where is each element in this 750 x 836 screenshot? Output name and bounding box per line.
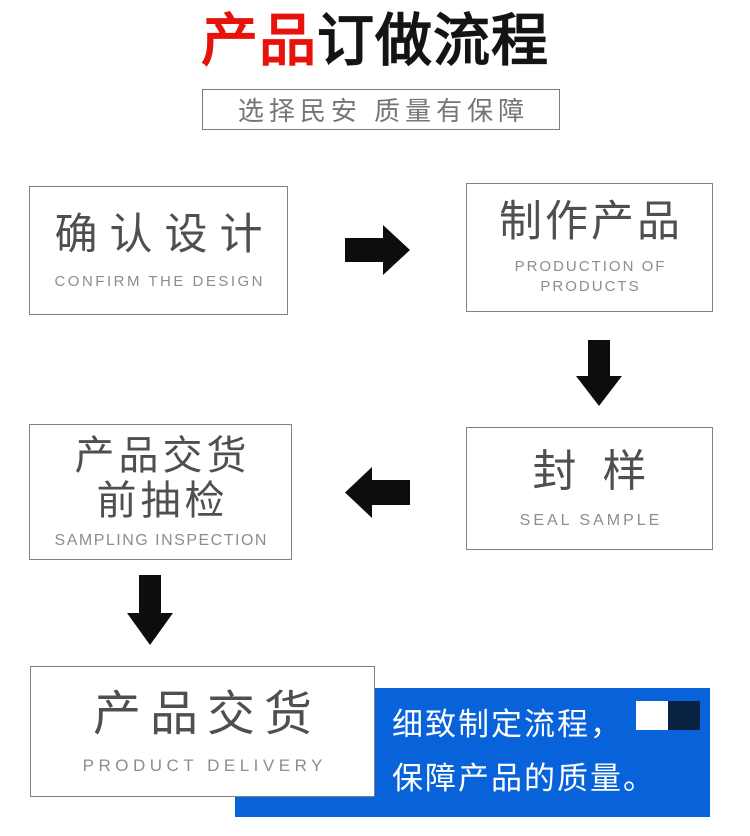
flow-step-sampling-inspection: 产品交货 前抽检 SAMPLING INSPECTION	[29, 424, 292, 560]
quality-callout-text: 细致制定流程， 保障产品的质量。	[392, 698, 656, 806]
subtitle-text: 选择民安 质量有保障	[237, 96, 530, 126]
step-seal-sample-label-zh: 封样	[532, 446, 673, 496]
arrow-down-icon-1	[576, 340, 622, 406]
flow-step-seal-sample: 封样 SEAL SAMPLE	[466, 427, 713, 550]
page-title: 产品订做流程	[0, 6, 750, 76]
flow-step-confirm-design: 确认设计 CONFIRM THE DESIGN	[29, 186, 288, 315]
quality-callout-line1: 细致制定流程，	[392, 707, 623, 742]
page-title-rest: 订做流程	[317, 9, 549, 73]
step-production-label-en: PRODUCTION OF PRODUCTS	[514, 258, 667, 296]
step-production-label-zh: 制作产品	[499, 197, 683, 246]
arrow-right-icon	[345, 225, 410, 275]
step-confirm-design-label-en: CONFIRM THE DESIGN	[54, 273, 266, 291]
step-sampling-inspection-label-en: SAMPLING INSPECTION	[54, 532, 268, 549]
arrow-down-icon-2	[127, 575, 173, 645]
decor-square-navy	[668, 701, 700, 730]
step-product-delivery-label-zh: 产品交货	[92, 688, 321, 742]
step-confirm-design-label-zh: 确认设计	[54, 210, 275, 259]
page-title-highlight: 产品	[201, 9, 317, 73]
subtitle-banner: 选择民安 质量有保障	[202, 89, 560, 130]
flow-step-product-delivery: 产品交货 PRODUCT DELIVERY	[30, 666, 375, 797]
step-seal-sample-label-en: SEAL SAMPLE	[519, 512, 663, 530]
step-sampling-inspection-label-zh-line1: 产品交货	[74, 434, 251, 478]
flow-step-production: 制作产品 PRODUCTION OF PRODUCTS	[466, 183, 713, 312]
step-product-delivery-label-en: PRODUCT DELIVERY	[82, 755, 327, 775]
arrow-left-icon	[345, 467, 410, 518]
decor-square-white	[636, 701, 668, 730]
quality-callout-line2: 保障产品的质量。	[392, 761, 656, 796]
step-sampling-inspection-label-zh-line2: 前抽检	[96, 479, 229, 523]
